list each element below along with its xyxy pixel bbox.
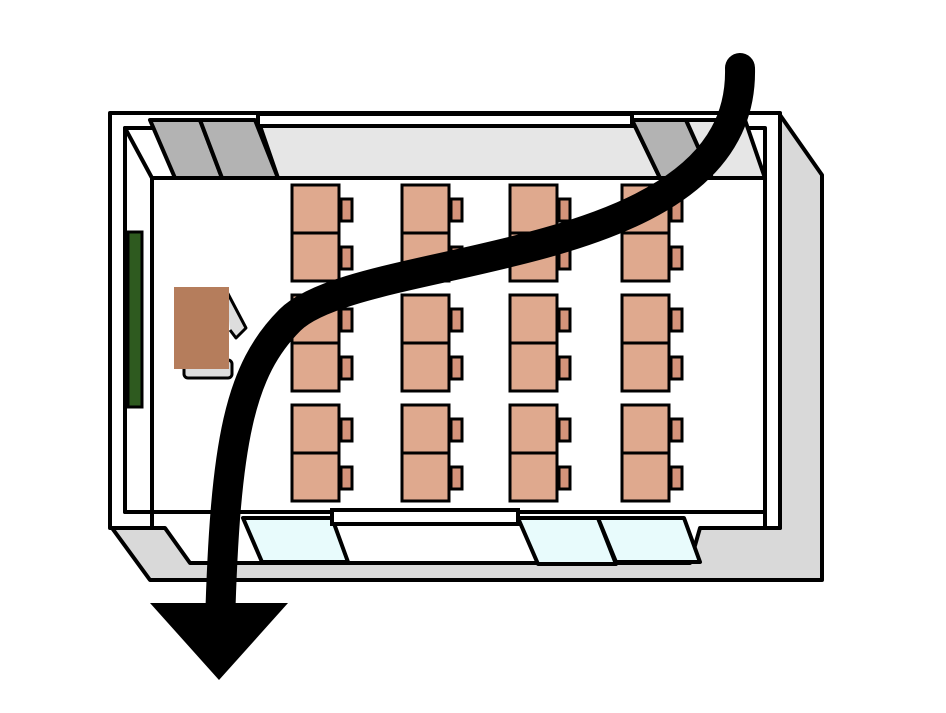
student-desk [508, 183, 559, 235]
student-desk [508, 341, 559, 393]
front-wall-rail [330, 508, 520, 526]
teacher-chair [224, 289, 248, 340]
student-chair [339, 417, 354, 443]
student-chair [669, 245, 684, 271]
student-chair [339, 245, 354, 271]
flow-arrow-head [150, 603, 288, 680]
student-chair [339, 307, 354, 333]
student-desk [290, 183, 341, 235]
student-chair [669, 465, 684, 491]
flow-arrow-path [205, 53, 756, 640]
student-chair [339, 197, 354, 223]
student-chair [339, 355, 354, 381]
student-chair [557, 197, 572, 223]
student-chair [669, 307, 684, 333]
student-desk [290, 231, 341, 283]
student-chair [339, 465, 354, 491]
student-desks [290, 183, 684, 503]
back-window-panel [256, 118, 662, 180]
student-chair [557, 465, 572, 491]
student-desk [290, 451, 341, 503]
student-desk [620, 231, 671, 283]
front-window [596, 516, 702, 564]
student-chair [669, 417, 684, 443]
student-chair [557, 417, 572, 443]
student-chair [449, 465, 464, 491]
teacher-desk [174, 287, 229, 369]
student-desk [620, 403, 671, 455]
back-wall-top-rail [256, 112, 634, 128]
student-desk [508, 451, 559, 503]
student-chair [449, 307, 464, 333]
student-chair [449, 197, 464, 223]
blackboard [126, 230, 144, 409]
student-desk [620, 341, 671, 393]
front-window [241, 516, 350, 564]
student-desk [400, 403, 451, 455]
teacher-desk-group [174, 287, 248, 380]
student-desk [400, 341, 451, 393]
student-desk [290, 403, 341, 455]
student-chair [557, 355, 572, 381]
student-chair [449, 355, 464, 381]
student-chair [669, 355, 684, 381]
student-desk [620, 293, 671, 345]
student-desk [508, 403, 559, 455]
student-chair [557, 307, 572, 333]
student-chair [449, 417, 464, 443]
student-desk [400, 183, 451, 235]
student-desk [400, 293, 451, 345]
student-desk [290, 341, 341, 393]
student-desk [400, 451, 451, 503]
student-desk [620, 451, 671, 503]
student-desk [508, 293, 559, 345]
